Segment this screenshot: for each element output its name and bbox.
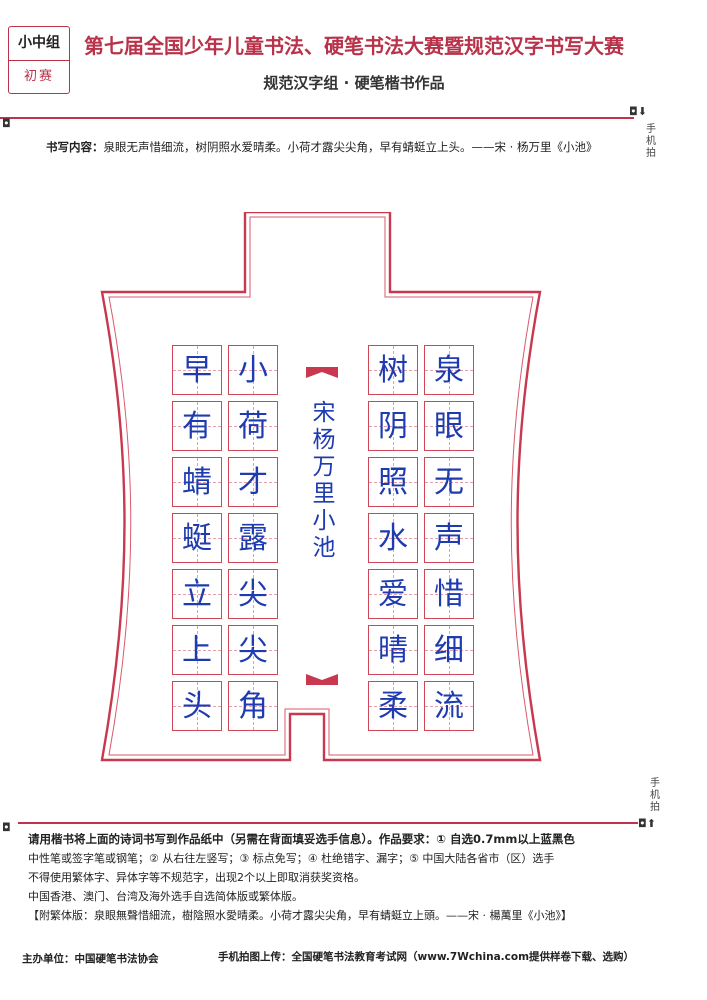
handwritten-character: 爱	[378, 577, 408, 612]
grid-cell: 惜	[424, 569, 474, 619]
grid-cell: 柔	[368, 681, 418, 731]
grid-cell: 有	[172, 401, 222, 451]
ornament-bottom	[306, 674, 338, 685]
handwritten-character: 荷	[238, 409, 268, 444]
signature-column: 宋杨万里小池	[312, 400, 336, 561]
handwritten-character: 尖	[238, 577, 268, 612]
camera-icon: ◘	[2, 821, 11, 834]
grid-cell: 晴	[368, 625, 418, 675]
writing-content-label: 书写内容：	[46, 140, 104, 154]
grid-cell: 水	[368, 513, 418, 563]
handwritten-character: 上	[182, 633, 212, 668]
handwritten-character: 立	[182, 577, 212, 612]
camera-icon: ◘⬇	[629, 105, 647, 118]
handwritten-character: 才	[238, 465, 268, 500]
grid-cell: 无	[424, 457, 474, 507]
handwritten-character: 小	[238, 353, 268, 388]
grid-cell: 蜻	[172, 457, 222, 507]
grid-cell: 眼	[424, 401, 474, 451]
vase-frame	[100, 212, 542, 762]
handwritten-character: 泉	[434, 353, 464, 388]
handwritten-character: 早	[182, 353, 212, 388]
grid-cell: 尖	[228, 625, 278, 675]
requirements-line: 中国香港、澳门、台湾及海外选手自选简体版或繁体版。	[28, 890, 303, 903]
grid-cell: 上	[172, 625, 222, 675]
organizer: 主办单位：中国硬笔书法协会	[22, 953, 159, 965]
handwritten-character: 流	[434, 689, 464, 724]
handwritten-character: 眼	[434, 409, 464, 444]
camera-note-bottom: 手机拍	[650, 778, 660, 813]
grid-cell: 树	[368, 345, 418, 395]
grid-cell: 角	[228, 681, 278, 731]
group-badge: 小中组 初赛	[8, 26, 70, 94]
requirements-line: 请用楷书将上面的诗词书写到作品纸中（另需在背面填妥选手信息）。作品要求：① 自选…	[28, 830, 668, 849]
grid-cell: 照	[368, 457, 418, 507]
handwritten-character: 角	[238, 689, 268, 724]
ornament-top	[306, 367, 338, 378]
handwritten-character: 蜻	[182, 465, 212, 500]
handwritten-character: 头	[182, 689, 212, 724]
handwritten-character: 照	[378, 465, 408, 500]
camera-note-top: 手机拍	[646, 124, 656, 159]
grid-cell: 蜓	[172, 513, 222, 563]
page-subtitle: 规范汉字组 · 硬笔楷书作品	[263, 74, 445, 92]
group-label: 小中组	[9, 27, 69, 61]
grid-cell: 立	[172, 569, 222, 619]
grid-cell: 爱	[368, 569, 418, 619]
handwritten-character: 晴	[378, 633, 408, 668]
handwritten-character: 露	[238, 521, 268, 556]
traditional-version-line: 【附繁体版：泉眼無聲惜細流，樹陰照水愛晴柔。小荷才露尖尖角，早有蜻蜓立上頭。——…	[28, 909, 572, 922]
grid-cell: 声	[424, 513, 474, 563]
upload-info: 手机拍图上传：全国硬笔书法教育考试网（www.7Wchina.com提供样卷下载…	[218, 951, 635, 963]
grid-cell: 小	[228, 345, 278, 395]
grid-cell: 才	[228, 457, 278, 507]
handwritten-character: 尖	[238, 633, 268, 668]
grid-cell: 荷	[228, 401, 278, 451]
handwritten-character: 惜	[434, 577, 464, 612]
handwritten-character: 水	[378, 521, 408, 556]
grid-cell: 头	[172, 681, 222, 731]
bottom-divider	[18, 822, 638, 824]
grid-cell: 流	[424, 681, 474, 731]
top-divider	[0, 117, 634, 119]
grid-cell: 露	[228, 513, 278, 563]
vase-inner	[108, 216, 534, 756]
writing-content-text: 泉眼无声惜细流，树阴照水爱晴柔。小荷才露尖尖角，早有蜻蜓立上头。——宋 · 杨万…	[103, 140, 598, 154]
grid-cell: 细	[424, 625, 474, 675]
handwritten-character: 阴	[378, 409, 408, 444]
grid-cell: 泉	[424, 345, 474, 395]
grid-cell: 尖	[228, 569, 278, 619]
handwritten-character: 细	[434, 633, 464, 668]
page-title: 第七届全国少年儿童书法、硬笔书法大赛暨规范汉字书写大赛	[84, 34, 624, 58]
grid-cell: 早	[172, 345, 222, 395]
requirements-line: 不得使用繁体字、异体字等不规范字，出现2个以上即取消获奖资格。	[28, 871, 365, 884]
handwritten-character: 蜓	[182, 521, 212, 556]
camera-icon: ◘	[2, 117, 11, 130]
handwritten-character: 声	[434, 521, 464, 556]
writing-content: 书写内容：泉眼无声惜细流，树阴照水爱晴柔。小荷才露尖尖角，早有蜻蜓立上头。——宋…	[46, 139, 646, 155]
requirements-line: 中性笔或签字笔或钢笔；② 从右往左竖写；③ 标点免写；④ 杜绝错字、漏字；⑤ 中…	[28, 852, 555, 865]
stage-label: 初赛	[23, 69, 54, 84]
handwritten-character: 有	[182, 409, 212, 444]
grid-cell: 阴	[368, 401, 418, 451]
camera-icon: ◘⬆	[638, 817, 656, 830]
requirements-block: 请用楷书将上面的诗词书写到作品纸中（另需在背面填妥选手信息）。作品要求：① 自选…	[28, 830, 668, 925]
handwritten-character: 柔	[378, 689, 408, 724]
requirements-intro: 请用楷书将上面的诗词书写到作品纸中（另需在背面填妥选手信息）。作品要求：① 自选…	[28, 832, 575, 846]
handwritten-character: 树	[378, 353, 408, 388]
handwritten-character: 无	[434, 465, 464, 500]
vase-outer	[100, 212, 542, 762]
